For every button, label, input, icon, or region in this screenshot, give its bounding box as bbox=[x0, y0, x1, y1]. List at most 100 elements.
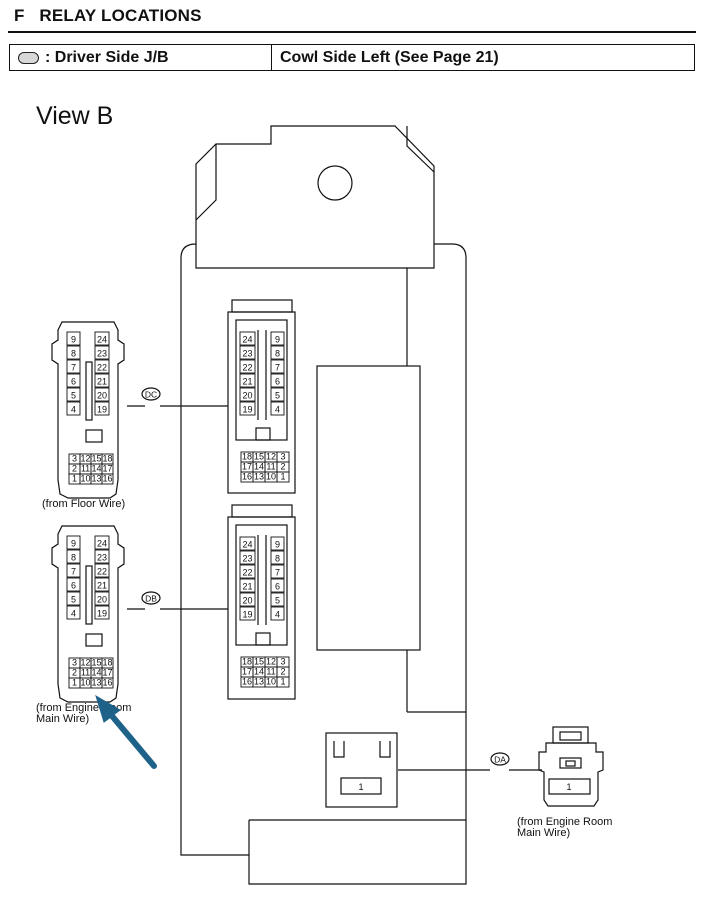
jb-pin-21: 21 bbox=[242, 581, 252, 591]
jb-pin-22: 22 bbox=[242, 362, 252, 372]
pin-2: 2 bbox=[72, 463, 77, 473]
jb-pin-1: 1 bbox=[358, 782, 363, 792]
jb-pin-16: 16 bbox=[242, 676, 252, 686]
pin-7-cell bbox=[66, 563, 81, 578]
pin-23: 23 bbox=[97, 348, 107, 358]
jb-pin-24: 24 bbox=[242, 539, 252, 549]
pin-5: 5 bbox=[71, 390, 76, 400]
section-title: F RELAY LOCATIONS bbox=[14, 6, 202, 26]
jb-pin-22: 22 bbox=[242, 567, 252, 577]
jb-pin-11: 11 bbox=[266, 461, 275, 471]
jb-pin-20-cell bbox=[239, 592, 256, 607]
pin-8: 8 bbox=[71, 348, 76, 358]
pin-8-cell bbox=[66, 549, 81, 564]
pin-19-cell bbox=[94, 605, 110, 620]
jb-pin-20: 20 bbox=[242, 595, 252, 605]
jb-pin-17: 17 bbox=[242, 461, 252, 471]
view-title: View B bbox=[36, 102, 114, 130]
pin-24-cell bbox=[94, 331, 110, 346]
jb-pin-6-cell bbox=[270, 373, 285, 388]
pin-16: 16 bbox=[102, 677, 112, 687]
jb-pin-9-cell bbox=[270, 536, 285, 551]
location-bar: : Driver Side J/B Cowl Side Left (See Pa… bbox=[9, 44, 695, 71]
jb-pin-10: 10 bbox=[266, 471, 276, 481]
jb-pin-6: 6 bbox=[275, 581, 280, 591]
driver-side-jb-label: : Driver Side J/B bbox=[45, 48, 169, 66]
jb-pin-7-cell bbox=[270, 359, 285, 374]
jb-pin-18: 18 bbox=[242, 451, 252, 461]
jb-pin-9: 9 bbox=[275, 539, 280, 549]
pin-23-cell bbox=[94, 345, 110, 360]
pin-7: 7 bbox=[71, 566, 76, 576]
jb-single-pin-socket: 1 bbox=[325, 732, 398, 808]
pin-4: 4 bbox=[71, 404, 76, 414]
pin-18: 18 bbox=[102, 453, 112, 463]
pin-20: 20 bbox=[97, 594, 107, 604]
pin-8-cell bbox=[66, 345, 81, 360]
jb-connector-dc bbox=[227, 299, 296, 494]
engine-room-connector bbox=[51, 525, 125, 703]
pin-22-cell bbox=[94, 563, 110, 578]
jb-pin-23-cell bbox=[239, 345, 256, 360]
engine-room-caption-line2: Main Wire) bbox=[36, 713, 89, 725]
section-heading: RELAY LOCATIONS bbox=[39, 6, 202, 25]
pin-19: 19 bbox=[97, 404, 107, 414]
pin-1: 1 bbox=[72, 677, 77, 687]
jb-pin-4-cell bbox=[270, 401, 285, 416]
jb-pin-7-cell bbox=[270, 564, 285, 579]
floor-wire-caption: (from Floor Wire) bbox=[42, 498, 125, 510]
pin-24: 24 bbox=[97, 538, 107, 548]
pin-11: 11 bbox=[81, 463, 90, 473]
pin-5-cell bbox=[66, 591, 81, 606]
jb-pin-6-cell bbox=[270, 578, 285, 593]
jb-pin-2: 2 bbox=[280, 666, 285, 676]
jb-pin-1: 1 bbox=[280, 676, 285, 686]
pin-24: 24 bbox=[97, 334, 107, 344]
pin-18: 18 bbox=[102, 657, 112, 667]
pin-4-cell bbox=[66, 401, 81, 416]
pin-4: 4 bbox=[71, 608, 76, 618]
jb-pin-12: 12 bbox=[266, 451, 276, 461]
jb-pin-23: 23 bbox=[242, 348, 252, 358]
da-connector: 1 bbox=[538, 726, 604, 807]
jb-pin-14: 14 bbox=[254, 461, 264, 471]
jb-pin-21-cell bbox=[239, 578, 256, 593]
pin-20-cell bbox=[94, 387, 110, 402]
jb-pin-5: 5 bbox=[275, 390, 280, 400]
jb-pin-8: 8 bbox=[275, 348, 280, 358]
pin-7: 7 bbox=[71, 362, 76, 372]
pin-17: 17 bbox=[102, 667, 112, 677]
jb-pin-13: 13 bbox=[254, 676, 264, 686]
jb-pin-1-cell bbox=[276, 676, 290, 688]
da-pin-1: 1 bbox=[566, 782, 571, 792]
pin-13: 13 bbox=[91, 677, 101, 687]
pin-9: 9 bbox=[71, 334, 76, 344]
pin-1: 1 bbox=[72, 473, 77, 483]
jb-pin-11: 11 bbox=[266, 666, 275, 676]
jb-pin-15: 15 bbox=[254, 451, 264, 461]
jb-pin-9: 9 bbox=[275, 334, 280, 344]
pin-23-cell bbox=[94, 549, 110, 564]
jb-pin-10: 10 bbox=[266, 676, 276, 686]
pin-21-cell bbox=[94, 373, 110, 388]
cowl-side-label: Cowl Side Left (See Page 21) bbox=[280, 48, 499, 66]
pin-21: 21 bbox=[97, 376, 107, 386]
pin-21-cell bbox=[94, 577, 110, 592]
jb-pin-5-cell bbox=[270, 592, 285, 607]
pin-14: 14 bbox=[91, 463, 101, 473]
pin-24-cell bbox=[94, 535, 110, 550]
dc-code-text: DC bbox=[145, 390, 157, 400]
pin-3: 3 bbox=[72, 453, 77, 463]
dc-code-badge: DC bbox=[141, 387, 161, 401]
jb-pin-8-cell bbox=[270, 550, 285, 565]
pin-11: 11 bbox=[81, 667, 90, 677]
jb-connector-db bbox=[227, 504, 296, 700]
jb-pin-15: 15 bbox=[254, 656, 264, 666]
jb-pin-24-cell bbox=[239, 331, 256, 346]
da-caption-line1: (from Engine Room bbox=[517, 816, 612, 828]
pin-20: 20 bbox=[97, 390, 107, 400]
pin-10: 10 bbox=[80, 473, 90, 483]
jb-pin-1: 1 bbox=[280, 471, 285, 481]
